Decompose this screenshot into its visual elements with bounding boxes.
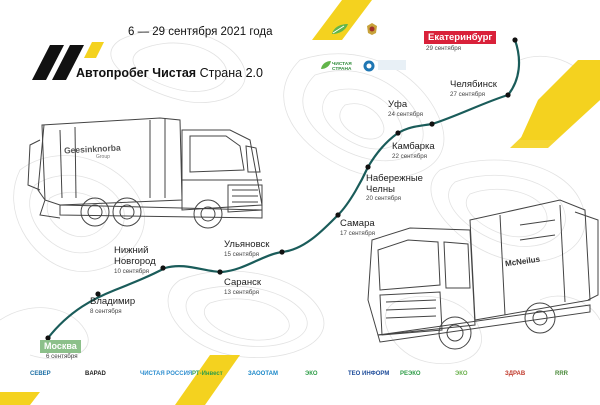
city-saransk: Саранск — [224, 277, 261, 288]
footer-logo-zaoteam: ЗАООТАМ — [248, 371, 278, 377]
city-kambarka: Камбарка — [392, 141, 435, 152]
slash-logo — [32, 42, 104, 80]
footer-logo-chistaya-rossiya: ЧИСТАЯ РОССИЯ — [140, 371, 193, 377]
city-vladimir: Владимир — [90, 296, 136, 307]
event-dates: 6 — 29 сентября 2021 года — [128, 26, 273, 38]
event-title: Автопробег Чистая Страна 2.0 — [76, 66, 263, 80]
stop-moskva — [45, 335, 51, 341]
stop-ekaterinburg — [512, 37, 518, 43]
city-ufa: Уфа — [388, 99, 408, 110]
stop-ulyanovsk — [279, 249, 285, 255]
city-chelny-line2: Челны — [366, 184, 395, 195]
date-kambarka: 22 сентября — [392, 153, 428, 160]
date-chelny: 20 сентября — [366, 195, 402, 202]
chistaya-strana-icon — [320, 60, 332, 70]
leaf-logo-icon — [330, 22, 350, 36]
date-ulyanovsk: 15 сентября — [224, 251, 260, 258]
date-moskva: 6 сентября — [46, 353, 78, 360]
stop-samara — [335, 212, 341, 218]
footer-logo-rt-invest: РТ-Инвест — [192, 371, 223, 377]
footer-logo-eco-brand: ЭКО — [305, 371, 318, 377]
title-light: Страна 2.0 — [199, 66, 263, 80]
round-logo-icon — [363, 60, 375, 72]
date-samara: 17 сентября — [340, 230, 376, 237]
date-ekaterinburg: 29 сентября — [426, 45, 462, 52]
date-chelyabinsk: 27 сентября — [450, 91, 486, 98]
footer-logo-green-logo: ЭКО — [455, 371, 468, 377]
truck-left-sub: Group — [96, 154, 110, 160]
date-vladimir: 8 сентября — [90, 308, 122, 315]
footer-logo-teo-logo: ТЕО ИНФОРМ — [348, 371, 390, 377]
city-nizhny-line1: Нижний — [114, 245, 149, 256]
date-nizhny: 10 сентября — [114, 268, 150, 275]
agency-logo — [378, 60, 406, 70]
stop-chelyabinsk — [505, 92, 511, 98]
city-moskva: Москва — [40, 340, 81, 353]
footer-logo-red-logo: ЗДРАВ — [505, 371, 526, 377]
route-line — [46, 38, 521, 340]
city-chelyabinsk: Челябинск — [450, 79, 497, 90]
footer-logo-rus-eco: РЕЭКО — [400, 371, 421, 377]
route-stops — [45, 37, 518, 341]
city-samara: Самара — [340, 218, 375, 229]
city-nizhny-line2: Новгород — [114, 256, 156, 267]
footer-logo-CERBER: CEBEP — [30, 371, 51, 377]
topographic-lines — [0, 29, 600, 365]
ministry-label — [380, 26, 410, 30]
footer-logo-BAPAD: BAPAD — [85, 371, 106, 377]
truck-right-drawing — [367, 199, 599, 350]
stop-vladimir — [95, 291, 101, 297]
city-ulyanovsk: Ульяновск — [224, 239, 270, 250]
stop-nizhny — [160, 265, 166, 271]
stop-chelny — [365, 164, 371, 170]
city-chelny-line1: Набережные — [366, 173, 423, 184]
emblem-logo-icon — [365, 22, 379, 36]
date-saransk: 13 сентября — [224, 289, 260, 296]
date-ufa: 24 сентября — [388, 111, 424, 118]
stop-saransk — [217, 269, 223, 275]
footer-logo-rrr-logo: RRR — [555, 371, 568, 377]
chistaya-strana-label: ЧИСТАЯ СТРАНА — [332, 62, 352, 72]
title-bold: Автопробег Чистая — [76, 66, 197, 80]
city-ekaterinburg: Екатеринбург — [424, 31, 497, 44]
stop-kambarka — [395, 130, 401, 136]
stop-ufa — [429, 121, 435, 127]
truck-left-drawing — [27, 117, 263, 229]
